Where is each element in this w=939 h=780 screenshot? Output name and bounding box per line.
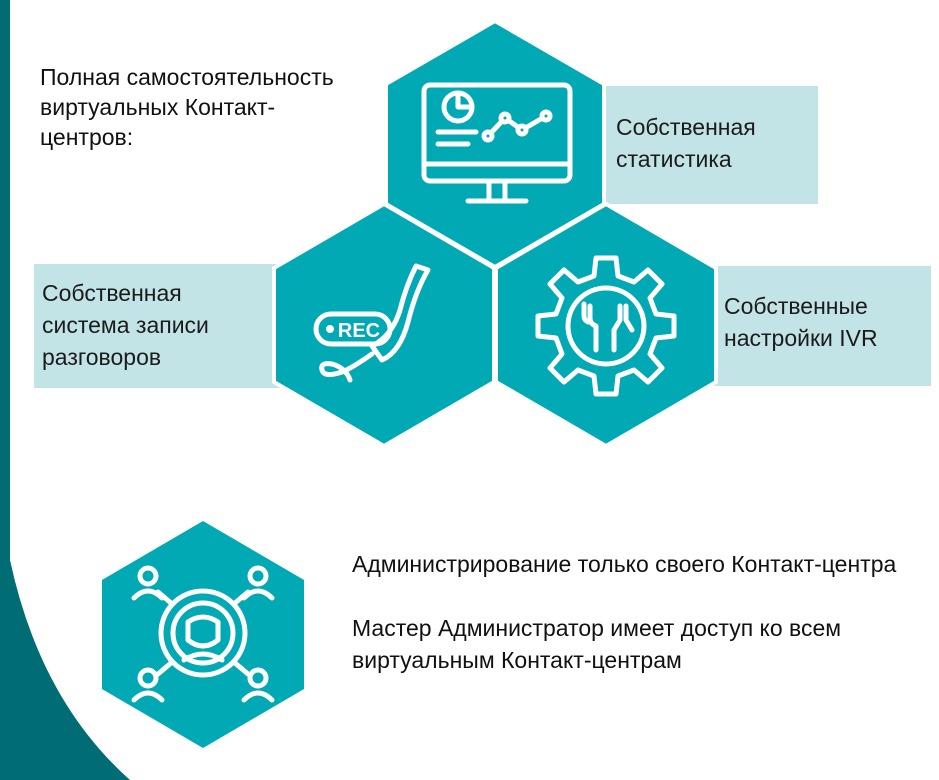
hex-admin	[102, 521, 304, 748]
feature-label-ivr: Собственные настройки IVR	[724, 293, 878, 351]
page-heading: Полная самостоятельность виртуальных Кон…	[40, 64, 334, 150]
label-box-ivr	[712, 266, 931, 386]
phone-recording-icon	[313, 263, 431, 383]
rec-badge-label: REC	[338, 320, 380, 342]
label-box-recording	[34, 264, 280, 388]
monitor-chart-icon	[421, 82, 573, 204]
feature-label-recording: Собственная система записи разговоров	[42, 280, 209, 370]
feature-label-statistics: Собственная статистика	[616, 114, 756, 172]
admin-description: Администрирование только своего Контакт-…	[352, 548, 939, 676]
admin-spacer	[352, 580, 939, 612]
admin-line-master-access: Мастер Администратор имеет доступ ко все…	[352, 615, 842, 673]
left-border-decoration	[0, 0, 130, 780]
admin-network-icon	[131, 565, 275, 703]
label-box-statistics	[604, 86, 818, 204]
admin-line-own-center: Администрирование только своего Контакт-…	[352, 551, 897, 577]
hex-ivr	[494, 201, 718, 449]
rec-dot	[326, 325, 334, 333]
gear-tools-icon	[535, 255, 677, 397]
